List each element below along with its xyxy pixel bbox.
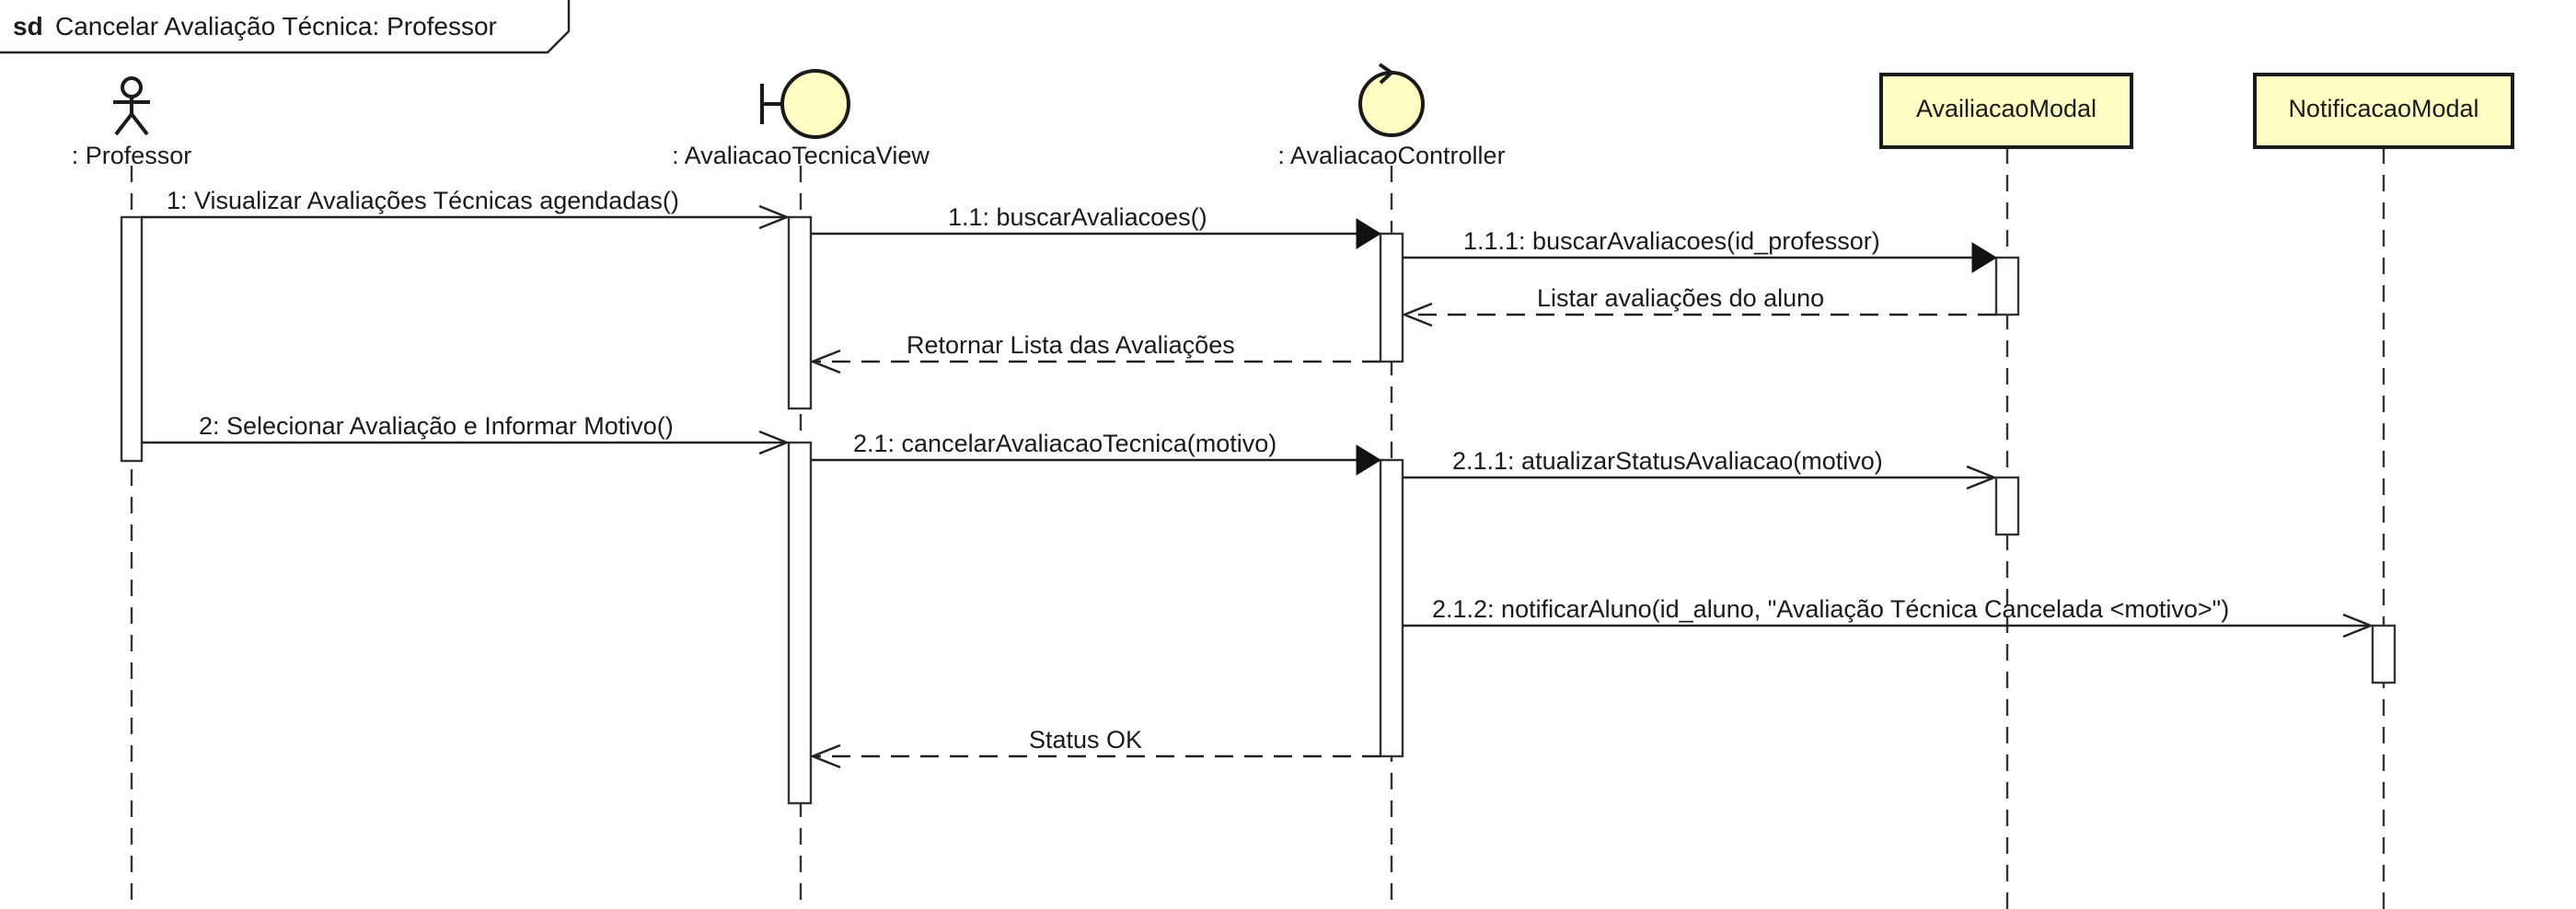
object-box <box>2253 73 2514 149</box>
activation-notificacao-modal <box>2371 624 2397 685</box>
message-label: 1: Visualizar Avaliações Técnicas agenda… <box>167 187 679 214</box>
participant-label: : AvaliacaoController <box>1277 142 1505 169</box>
lifelines <box>130 147 2385 909</box>
message-m2: 2: Selecionar Avaliação e Informar Motiv… <box>142 412 791 455</box>
message-m21: 2.1: cancelarAvaliacaoTecnica(motivo) <box>811 430 1381 476</box>
participant-professor: : Professor <box>72 76 192 169</box>
message-label: Retornar Lista das Avaliações <box>907 331 1235 359</box>
activation-view-1 <box>787 215 813 410</box>
activation-view-2 <box>787 441 813 805</box>
activation-avaliacao-modal-2 <box>1994 476 2020 536</box>
message-label: 2: Selecionar Avaliação e Informar Motiv… <box>199 412 674 440</box>
diagram-frame: sd Cancelar Avaliação Técnica: Professor <box>0 0 571 54</box>
control-icon <box>1358 63 1425 137</box>
message-label: Listar avaliações do aluno <box>1537 284 1824 312</box>
participant-label: : AvaliacaoTecnicaView <box>672 142 930 169</box>
participant-controller: : AvaliacaoController <box>1277 63 1506 169</box>
actor-icon <box>113 76 150 136</box>
message-label: 1.1.1: buscarAvaliacoes(id_professor) <box>1463 227 1880 255</box>
object-box <box>1879 73 2133 149</box>
open-arrowhead <box>809 743 841 769</box>
message-r2: Retornar Lista das Avaliações <box>809 331 1380 374</box>
message-label: 2.1.2: notificarAluno(id_aluno, "Avaliaç… <box>1432 595 2229 623</box>
participant-label: : Professor <box>72 142 192 169</box>
activation-controller-1 <box>1379 232 1404 363</box>
message-m111: 1.1.1: buscarAvaliacoes(id_professor) <box>1403 227 1997 273</box>
open-arrowhead <box>809 349 841 374</box>
filled-arrowhead <box>1356 444 1381 476</box>
activation-avaliacao-modal-1 <box>1994 256 2020 316</box>
message-m212: 2.1.2: notificarAluno(id_aluno, "Avaliaç… <box>1403 595 2374 639</box>
message-label: 2.1.1: atualizarStatusAvaliacao(motivo) <box>1452 447 1883 475</box>
participant-view: : AvaliacaoTecnicaView <box>672 69 930 169</box>
activation-professor <box>120 215 144 463</box>
frame-kind: sd <box>13 12 43 40</box>
activation-controller-2 <box>1379 458 1404 758</box>
participant-notificacao-modal: NotificacaoModal <box>2253 73 2514 149</box>
message-m11: 1.1: buscarAvaliacoes() <box>811 203 1381 249</box>
message-m211: 2.1.1: atualizarStatusAvaliacao(motivo) <box>1403 447 1998 490</box>
filled-arrowhead <box>1356 218 1381 249</box>
open-arrowhead <box>1401 302 1433 328</box>
message-label: Status OK <box>1029 726 1142 754</box>
open-arrowhead <box>2342 613 2374 639</box>
participant-label: NotificacaoModal <box>2288 95 2478 122</box>
message-r1: Listar avaliações do aluno <box>1401 284 1996 328</box>
message-r3: Status OK <box>809 726 1380 769</box>
frame-title: Cancelar Avaliação Técnica: Professor <box>55 12 497 40</box>
boundary-icon <box>760 69 850 139</box>
participant-avaliacao-modal: AvailiacaoModal <box>1879 73 2133 149</box>
activations <box>120 215 2397 805</box>
participant-label: AvailiacaoModal <box>1916 95 2097 122</box>
open-arrowhead <box>758 430 791 455</box>
message-label: 2.1: cancelarAvaliacaoTecnica(motivo) <box>853 430 1276 457</box>
open-arrowhead <box>758 204 791 230</box>
open-arrowhead <box>1966 465 1998 490</box>
message-m1: 1: Visualizar Avaliações Técnicas agenda… <box>142 187 791 230</box>
filled-arrowhead <box>1971 242 1997 273</box>
message-label: 1.1: buscarAvaliacoes() <box>948 203 1207 231</box>
